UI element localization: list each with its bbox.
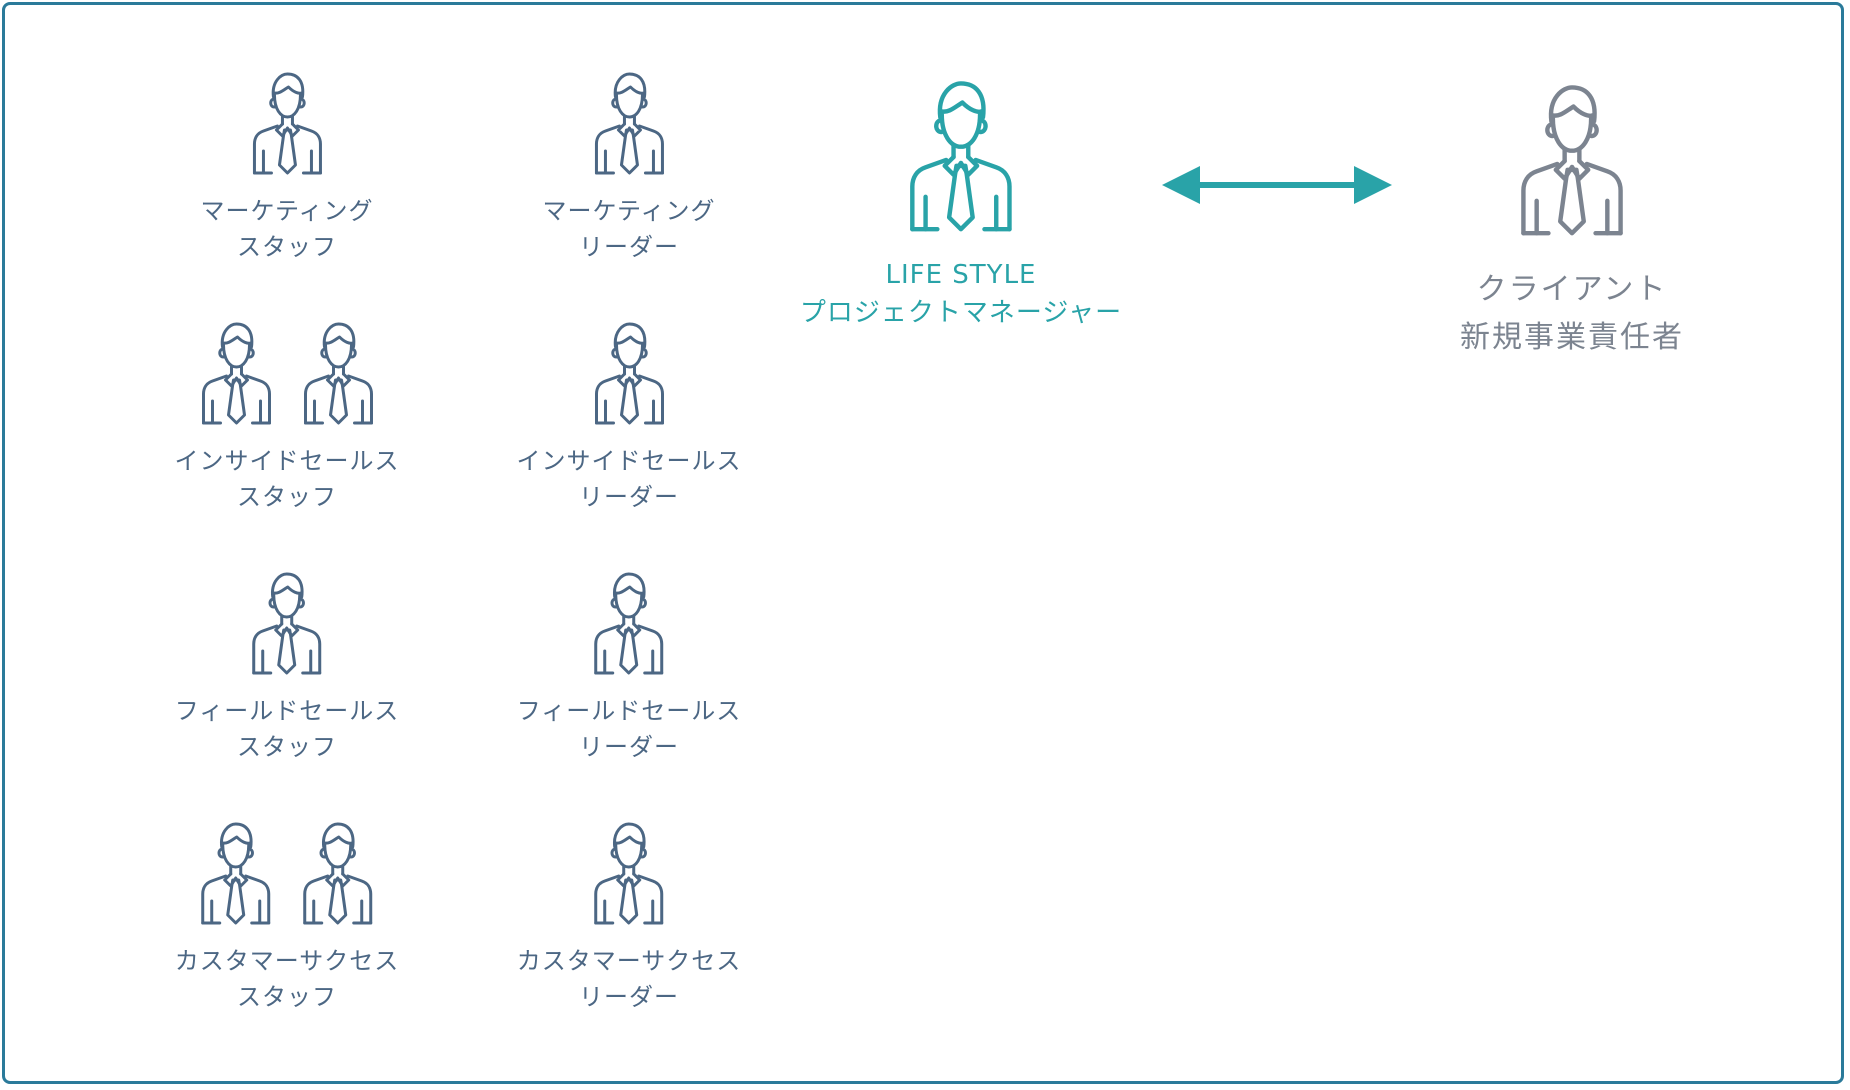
person-icon <box>593 321 665 429</box>
person-icon <box>593 571 665 679</box>
label-line-1: LIFE STYLE <box>885 260 1037 290</box>
icon-group <box>251 571 323 679</box>
person-icon <box>593 821 665 929</box>
person-icon <box>200 321 272 429</box>
node-label: クライアント 新規事業責任者 <box>1460 266 1684 362</box>
label-line-2: リーダー <box>579 233 679 261</box>
person-icon <box>302 321 374 429</box>
node-customer-success-leader: カスタマーサクセス リーダー <box>517 821 742 1015</box>
label-line-1: カスタマーサクセス <box>516 947 742 975</box>
node-customer-success-staff: カスタマーサクセス スタッフ <box>175 821 400 1015</box>
label-line-1: クライアント <box>1476 272 1668 307</box>
icon-group <box>593 821 665 929</box>
icon-group <box>200 321 374 429</box>
node-label: マーケティング スタッフ <box>200 193 373 265</box>
icon-group <box>593 321 665 429</box>
double-arrow-icon <box>1162 166 1392 204</box>
label-line-2: 新規事業責任者 <box>1460 320 1684 355</box>
label-line-1: フィールドセールス <box>174 697 400 725</box>
node-marketing-staff: マーケティング スタッフ <box>200 71 373 265</box>
node-field-sales-leader: フィールドセールス リーダー <box>517 571 742 765</box>
icon-group <box>593 71 665 179</box>
icon-group <box>200 821 374 929</box>
node-label: インサイドセールス リーダー <box>517 443 742 515</box>
person-icon <box>200 821 272 929</box>
label-line-2: スタッフ <box>237 483 337 511</box>
label-line-1: フィールドセールス <box>516 697 742 725</box>
node-project-manager: LIFE STYLE プロジェクトマネージャー <box>800 79 1122 332</box>
icon-group <box>1519 83 1625 242</box>
node-label: カスタマーサクセス スタッフ <box>175 943 400 1015</box>
node-label: インサイドセールス スタッフ <box>175 443 400 515</box>
label-line-1: インサイドセールス <box>174 447 400 475</box>
node-label: フィールドセールス スタッフ <box>175 693 400 765</box>
person-icon <box>1519 83 1625 242</box>
label-line-1: マーケティング <box>200 197 374 225</box>
person-icon <box>251 571 323 679</box>
person-icon <box>593 71 665 179</box>
label-line-2: プロジェクトマネージャー <box>799 298 1123 328</box>
node-inside-sales-leader: インサイドセールス リーダー <box>517 321 742 515</box>
label-line-1: カスタマーサクセス <box>174 947 400 975</box>
node-client: クライアント 新規事業責任者 <box>1460 83 1684 362</box>
icon-group <box>908 79 1014 238</box>
label-line-2: スタッフ <box>237 233 337 261</box>
node-inside-sales-staff: インサイドセールス スタッフ <box>175 321 400 515</box>
label-line-2: リーダー <box>579 483 679 511</box>
label-line-2: リーダー <box>579 733 679 761</box>
label-line-1: マーケティング <box>542 197 716 225</box>
icon-group <box>593 571 665 679</box>
node-label: マーケティング リーダー <box>542 193 715 265</box>
label-line-2: リーダー <box>579 983 679 1011</box>
node-field-sales-staff: フィールドセールス スタッフ <box>175 571 400 765</box>
node-marketing-leader: マーケティング リーダー <box>542 71 715 265</box>
icon-group <box>251 71 323 179</box>
person-icon <box>302 821 374 929</box>
label-line-2: スタッフ <box>237 983 337 1011</box>
node-label: LIFE STYLE プロジェクトマネージャー <box>800 256 1122 332</box>
node-label: カスタマーサクセス リーダー <box>517 943 742 1015</box>
person-icon <box>908 79 1014 238</box>
node-label: フィールドセールス リーダー <box>517 693 742 765</box>
label-line-2: スタッフ <box>237 733 337 761</box>
label-line-1: インサイドセールス <box>516 447 742 475</box>
person-icon <box>251 71 323 179</box>
